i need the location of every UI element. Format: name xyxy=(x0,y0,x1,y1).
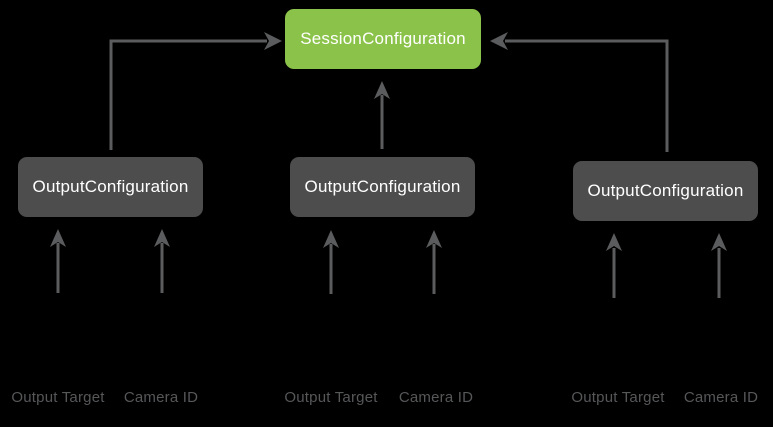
label-camera-id-2: Camera ID xyxy=(398,389,474,406)
arrow-output-target3-icon xyxy=(606,233,622,298)
arrow-camera-id3-icon xyxy=(711,233,727,298)
node-output-configuration-1: OutputConfiguration xyxy=(18,157,203,217)
arrow-output2-to-session-icon xyxy=(374,81,390,149)
arrow-camera-id2-icon xyxy=(426,230,442,294)
node-output-configuration-3: OutputConfiguration xyxy=(573,161,758,221)
arrow-output1-to-session-icon xyxy=(109,32,282,150)
label-output-target-3: Output Target xyxy=(571,389,665,406)
label-output-target-2: Output Target xyxy=(284,389,378,406)
label-output-target-1: Output Target xyxy=(11,389,105,406)
label-camera-id-1: Camera ID xyxy=(123,389,199,406)
arrow-output-target2-icon xyxy=(323,230,339,294)
node-session-configuration: SessionConfiguration xyxy=(285,9,481,69)
label-camera-id-3: Camera ID xyxy=(683,389,759,406)
node-output-configuration-2: OutputConfiguration xyxy=(290,157,475,217)
arrow-output-target1-icon xyxy=(50,229,66,293)
arrow-camera-id1-icon xyxy=(154,229,170,293)
arrow-output3-to-session-icon xyxy=(490,32,669,152)
